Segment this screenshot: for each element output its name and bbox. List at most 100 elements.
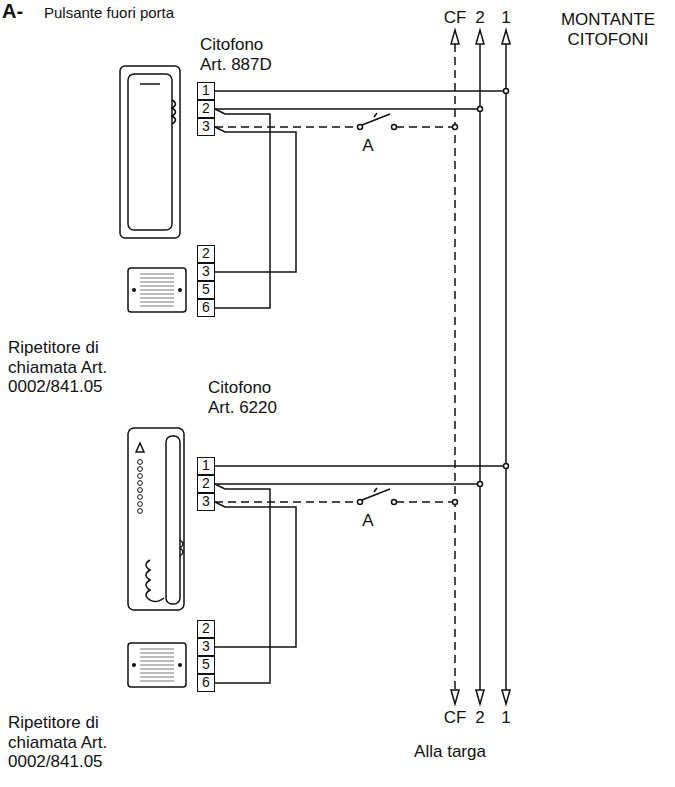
- terminal-box: 2: [197, 245, 215, 263]
- handset-cord: [180, 540, 183, 556]
- riser-arrow: [476, 690, 484, 704]
- intercom-handset: [128, 74, 172, 230]
- grill-line: [140, 649, 174, 650]
- riser-1: [505, 44, 507, 690]
- intercom-handset: [166, 436, 180, 604]
- grill-line: [140, 302, 174, 303]
- grill-line: [140, 673, 174, 674]
- grill-line: [140, 278, 174, 279]
- riser-cf: [454, 44, 456, 690]
- grill-line: [140, 657, 174, 658]
- junction-dot: [504, 89, 509, 94]
- grill-line: [140, 677, 174, 678]
- handset-cord: [172, 100, 176, 124]
- intercom-button: [138, 460, 143, 465]
- signal-wire: [215, 109, 270, 308]
- junction-dot: [504, 464, 509, 469]
- grill-line: [140, 669, 174, 670]
- terminal-number: 3: [202, 639, 210, 654]
- wire-dashed: [396, 126, 455, 128]
- terminal-number: 5: [202, 657, 210, 672]
- switch-lever: [362, 489, 390, 500]
- terminal-box: 3: [197, 118, 215, 136]
- switch-contact: [392, 125, 397, 130]
- terminal-number: 6: [202, 675, 210, 690]
- riser-2: [479, 44, 481, 690]
- intercom-button: [138, 474, 143, 479]
- switch-tick: [374, 488, 377, 492]
- intercom-body: [128, 428, 184, 610]
- terminal-box: 5: [197, 656, 215, 674]
- intercom-button: [138, 488, 143, 493]
- switch-lever: [362, 114, 390, 125]
- grill-line: [140, 665, 174, 666]
- switch-tick: [374, 113, 377, 117]
- figure-caption: Pulsante fuori porta: [44, 4, 174, 21]
- intercom-button: [138, 467, 143, 472]
- switch-contact: [358, 125, 363, 130]
- terminal-number: 2: [202, 621, 210, 636]
- terminal-box: 5: [197, 281, 215, 299]
- junction-dot: [453, 125, 458, 130]
- switch-label: A: [362, 511, 373, 531]
- switch-label: A: [362, 136, 373, 156]
- wire: [215, 108, 480, 110]
- switch-contact: [358, 500, 363, 505]
- repeater-dot: [178, 663, 182, 667]
- grill-line: [140, 681, 174, 682]
- riser-name: 2: [475, 8, 484, 28]
- signal-wire: [215, 127, 296, 272]
- grill-line: [140, 282, 174, 283]
- terminal-number: 2: [202, 476, 210, 491]
- riser-arrow: [476, 30, 484, 44]
- wire: [215, 465, 506, 467]
- terminal-number: 5: [202, 282, 210, 297]
- terminal-box: 2: [197, 620, 215, 638]
- call-repeater: [128, 643, 186, 687]
- grill-line: [140, 290, 174, 291]
- riser-name: 1: [501, 708, 510, 728]
- wire-dashed: [215, 126, 358, 128]
- grill-line: [140, 294, 174, 295]
- riser-arrow: [451, 30, 459, 44]
- terminal-box: 2: [197, 100, 215, 118]
- terminal-box: 1: [197, 82, 215, 100]
- intercom-body: [120, 66, 180, 238]
- terminal-box: 2: [197, 475, 215, 493]
- terminal-number: 1: [202, 458, 210, 473]
- grill-line: [140, 286, 174, 287]
- intercom-button: [138, 481, 143, 486]
- device-label: Ripetitore di chiamata Art. 0002/841.05: [8, 713, 150, 772]
- junction-dot: [478, 482, 483, 487]
- device-label: Citofono Art. 6220: [208, 378, 293, 417]
- riser-name: CF: [444, 708, 467, 728]
- terminal-box: 3: [197, 638, 215, 656]
- device-label: Ripetitore di chiamata Art. 0002/841.05: [8, 338, 150, 397]
- riser-name: 2: [475, 708, 484, 728]
- riser-title: MONTANTE CITOFONI: [551, 10, 666, 49]
- terminal-number: 2: [202, 101, 210, 116]
- signal-wire: [215, 484, 270, 683]
- repeater-dot: [132, 663, 136, 667]
- riser-arrow: [451, 690, 459, 704]
- wire-dashed: [396, 501, 455, 503]
- grill-line: [140, 298, 174, 299]
- repeater-dot: [132, 288, 136, 292]
- intercom-button: [138, 502, 143, 507]
- call-repeater: [128, 268, 186, 312]
- terminal-box: 3: [197, 263, 215, 281]
- terminal-number: 6: [202, 300, 210, 315]
- junction-dot: [478, 107, 483, 112]
- wire: [215, 483, 480, 485]
- riser-arrow: [502, 690, 510, 704]
- intercom-triangle: [136, 443, 144, 452]
- handset-slot: [140, 83, 160, 85]
- wire: [215, 90, 506, 92]
- riser-arrow: [502, 30, 510, 44]
- grill-line: [140, 274, 174, 275]
- grill-line: [140, 661, 174, 662]
- destination-label: Alla targa: [414, 742, 486, 762]
- terminal-box: 6: [197, 674, 215, 692]
- terminal-number: 2: [202, 246, 210, 261]
